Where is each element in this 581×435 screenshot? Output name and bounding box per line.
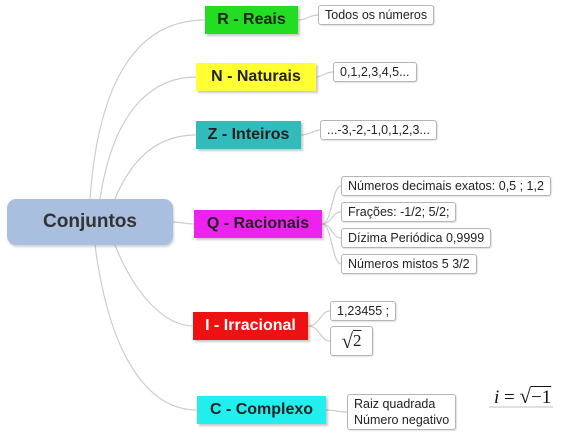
leaf-numeros-mistos[interactable]: Números mistos 5 3/2 (341, 254, 477, 274)
connector-racionais-branch-4 (321, 223, 342, 265)
connector-naturais (99, 76, 197, 200)
sqrt-radicand: 2 (353, 331, 362, 350)
connector-racionais (172, 221, 195, 225)
connector-reais-leaf (297, 14, 319, 21)
complexo-line-1: Raiz quadrada (354, 397, 436, 411)
topic-inteiros[interactable]: Z - Inteiros (196, 121, 301, 149)
connector-inteiros-leaf (300, 129, 321, 136)
leaf-complexo-description[interactable]: Raiz quadrada Número negativo (347, 394, 457, 430)
formula-sqrt-symbol: √ (519, 384, 532, 408)
topic-naturais[interactable]: N - Naturais (196, 63, 316, 91)
connector-complexo-leaf (325, 409, 348, 413)
connector-irracional (114, 244, 194, 327)
topic-complexo[interactable]: C - Complexo (197, 396, 326, 424)
complexo-line-2: Número negativo (354, 413, 450, 427)
connector-racionais-branch-1 (321, 185, 342, 225)
connector-complexo (94, 244, 198, 411)
central-topic-conjuntos[interactable]: Conjuntos (7, 199, 173, 245)
leaf-decimais-exatos[interactable]: Números decimais exatos: 0,5 ; 1,2 (341, 176, 551, 196)
topic-racionais[interactable]: Q - Racionais (194, 210, 322, 238)
formula-equals: = (504, 387, 515, 408)
connector-irracional-branch-1 (307, 310, 331, 327)
leaf-fracoes[interactable]: Frações: -1/2; 5/2; (341, 202, 457, 222)
leaf-naturais-sequence[interactable]: 0,1,2,3,4,5... (333, 62, 417, 82)
connector-inteiros (114, 134, 197, 200)
formula-lhs: i (494, 387, 500, 408)
leaf-todos-os-numeros[interactable]: Todos os números (318, 5, 435, 25)
imaginary-unit-formula: i = √−1 (494, 384, 551, 409)
topic-irracional[interactable]: I - Irracional (193, 312, 308, 340)
connector-naturais-leaf (315, 71, 334, 78)
topic-reais[interactable]: R - Reais (205, 6, 298, 34)
leaf-inteiros-sequence[interactable]: ...-3,-2,-1,0,1,2,3... (320, 120, 437, 140)
formula-radicand: −1 (531, 387, 552, 408)
connector-irracional-branch-2 (307, 325, 331, 342)
leaf-sqrt-two[interactable]: √2 (330, 326, 373, 356)
sqrt-symbol: √ (341, 328, 354, 353)
leaf-irracional-decimal[interactable]: 1,23455 ; (330, 301, 397, 321)
leaf-dizima-periodica[interactable]: Dízima Periódica 0,9999 (341, 228, 492, 248)
connector-reais (89, 19, 206, 200)
